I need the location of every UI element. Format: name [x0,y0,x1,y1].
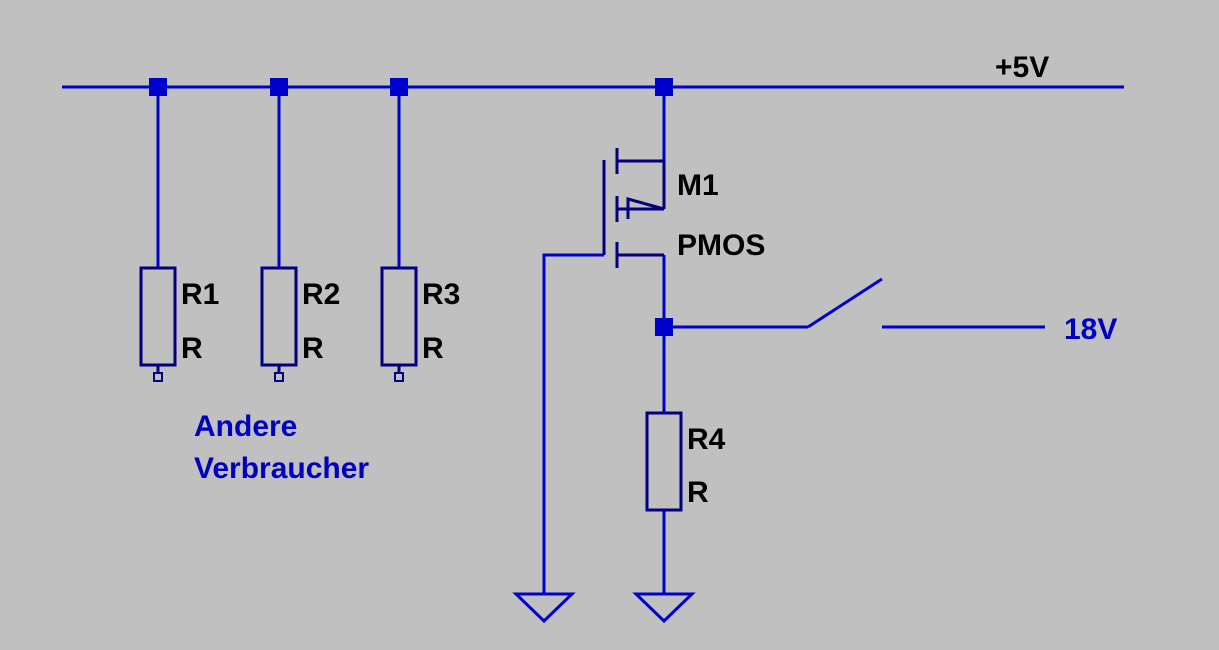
open-terminal [394,372,404,382]
switch [664,277,1045,329]
r2-value: R [302,332,324,365]
resistor-body [645,411,683,512]
junctions [149,78,673,336]
comment-line2: Verbraucher [194,452,369,485]
resistor-body [380,266,418,367]
resistor-r4 [645,411,683,594]
r1-name: R1 [181,278,219,311]
r1-value: R [181,332,203,365]
m1-name: M1 [677,169,719,202]
gate-wire [542,253,604,594]
body-arrow [626,197,665,219]
switch-net-label: 18V [1064,313,1117,346]
ground-symbol [512,592,576,624]
r4-name: R4 [687,423,726,456]
m1-model: PMOS [677,229,765,262]
resistor-body [260,266,298,367]
r4-value: R [687,476,709,509]
r3-name: R3 [422,278,460,311]
resistor-r1 [139,87,177,382]
resistor-body [139,266,177,367]
pmos-transistor-m1 [602,87,666,268]
ground-symbol [632,592,696,624]
resistor-r3 [380,87,418,382]
open-terminal [153,372,163,382]
resistor-r2 [260,87,298,382]
comment-line1: Andere [194,410,297,443]
open-terminal [274,372,284,382]
supply-net-label: +5V [995,51,1049,84]
r3-value: R [422,332,444,365]
r2-name: R2 [302,278,340,311]
